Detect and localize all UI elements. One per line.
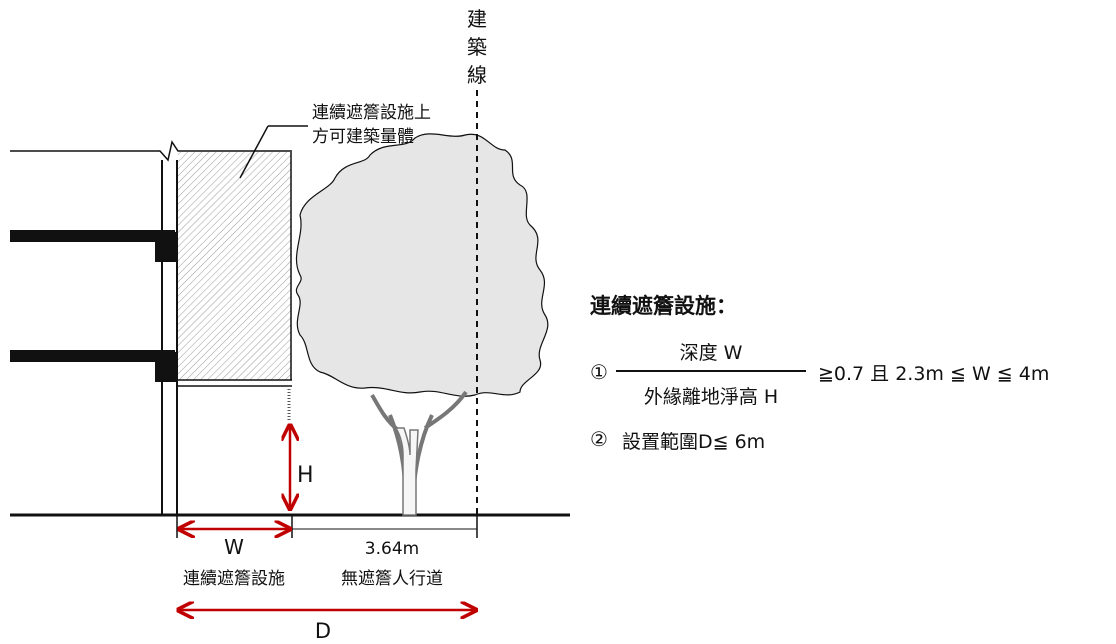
height-label: H xyxy=(297,463,314,488)
floor-slab-upper xyxy=(10,230,175,242)
building-line-char-1: 建 xyxy=(467,7,487,31)
requirements-title: 連續遮簷設施： xyxy=(590,294,737,318)
building-line-char-3: 線 xyxy=(467,63,487,87)
buildable-volume-hatch xyxy=(178,152,291,380)
item-1-marker: ① xyxy=(590,360,608,384)
floor-beam-upper xyxy=(155,232,177,262)
ratio-condition: ≧0.7 且 2.3m ≦ W ≦ 4m xyxy=(818,363,1050,385)
building-roof-line xyxy=(10,140,292,162)
fraction-denominator: 外緣離地淨高 H xyxy=(643,386,779,408)
floor-slab-lower xyxy=(10,350,175,362)
building-line-char-2: 築 xyxy=(467,35,487,59)
item-2-marker: ② xyxy=(590,427,608,451)
canopy-note-line-1: 連續遮簷設施上 xyxy=(312,103,431,123)
canopy-note-leader-diagonal xyxy=(239,125,269,179)
width-caption: 連續遮簷設施 xyxy=(183,569,285,589)
floor-beam-lower xyxy=(155,352,177,382)
sidewalk-width: 3.64m xyxy=(365,539,419,559)
fraction-numerator: 深度 W xyxy=(679,342,743,364)
fraction-bar xyxy=(616,370,806,372)
street-tree xyxy=(295,133,549,516)
canopy-note-line-2: 方可建築量體 xyxy=(312,127,414,147)
sidewalk-caption: 無遮簷人行道 xyxy=(341,569,443,589)
item-2-text: 設置範圍D≦ 6m xyxy=(622,431,766,453)
d-label: D xyxy=(315,619,331,643)
width-label: W xyxy=(224,535,244,559)
